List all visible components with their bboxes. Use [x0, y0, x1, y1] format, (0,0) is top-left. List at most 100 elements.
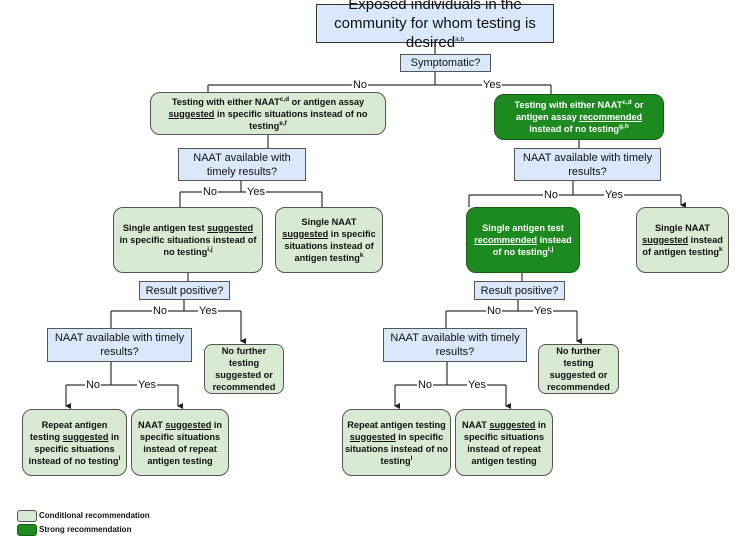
emphasis-text: suggested — [349, 431, 396, 442]
footnote-marker: l — [410, 454, 413, 462]
node-text: Exposed individuals in the community for… — [320, 0, 550, 52]
node-text: Single NAAT suggested instead of antigen… — [641, 222, 724, 258]
asymptomatic-naat-node: Single NAAT suggested in specific situat… — [275, 207, 383, 273]
node-text: Result positive? — [481, 284, 559, 298]
emphasis-text: suggested — [282, 229, 329, 239]
node-text: NAAT available with timely results? — [182, 151, 302, 179]
asymptomatic-repeat-antigen-node: Repeat antigen testing suggested in spec… — [22, 409, 127, 476]
node-text: No further testing suggested or recommen… — [207, 345, 281, 393]
symptomatic-repeat-antigen-node: Repeat antigen testing suggested in spec… — [342, 409, 451, 476]
node-text: Single antigen test recommended instead … — [471, 222, 575, 258]
text-segment: instead of no testing — [529, 124, 620, 134]
text-segment: in specific situations instead of repeat… — [139, 419, 223, 466]
footnote-marker: k — [359, 251, 364, 259]
edge-label-yes: Yes — [604, 189, 624, 201]
edge-label-no: No — [84, 379, 102, 391]
edge-label-no: No — [151, 305, 169, 317]
edge-label-yes: Yes — [482, 79, 502, 91]
asymptomatic-naat-question-2: NAAT available with timely results? — [47, 328, 192, 362]
text-segment: NAAT available with timely results? — [390, 332, 520, 358]
emphasis-text: suggested — [62, 431, 109, 442]
footnote-marker: i,j — [547, 245, 554, 253]
edge-label-no: No — [351, 79, 369, 91]
emphasis-text: recommended — [474, 235, 538, 245]
text-segment: in specific situations instead of repeat… — [463, 419, 547, 466]
node-text: Repeat antigen testing suggested in spec… — [27, 419, 122, 467]
text-segment: Result positive? — [480, 284, 559, 297]
node-text: Testing with either NAATc,d or antigen a… — [499, 99, 659, 135]
text-segment: NAAT — [137, 419, 166, 430]
edge-label-yes: Yes — [198, 305, 218, 317]
symptomatic-antigen-node: Single antigen test recommended instead … — [466, 207, 580, 273]
text-segment: in specific situations instead of no tes… — [119, 235, 257, 257]
asymptomatic-naat-repeat-node: NAAT suggested in specific situations in… — [131, 409, 229, 476]
legend-swatch-conditional — [17, 510, 37, 522]
legend-label-strong: Strong recommendation — [39, 525, 132, 534]
edge-label-no: No — [542, 189, 560, 201]
footnote-marker: g,h — [619, 122, 629, 130]
node-text: No further testing suggested or recommen… — [541, 345, 616, 393]
footnote-marker: a,b — [455, 36, 465, 43]
footnote-marker: k — [718, 245, 723, 253]
node-text: NAAT available with timely results? — [387, 331, 523, 359]
footnote-marker: c,d — [622, 98, 632, 106]
edge-label-yes: Yes — [533, 305, 553, 317]
node-text: NAAT available with timely results? — [518, 151, 657, 179]
text-segment: in specific situations instead of no tes… — [214, 108, 368, 131]
footnote-marker: i,j — [207, 245, 213, 253]
edge-label-no: No — [485, 305, 503, 317]
edge-label-no: No — [416, 379, 434, 391]
node-text: Repeat antigen testing suggested in spec… — [344, 419, 449, 467]
text-segment: instead of no testing — [492, 235, 572, 257]
symptomatic-naat-node: Single NAAT suggested instead of antigen… — [636, 207, 729, 273]
text-segment: Testing with either NAAT — [171, 96, 280, 107]
legend-swatch-strong — [17, 524, 37, 536]
emphasis-text: suggested — [642, 235, 689, 245]
text-segment: in specific situations instead of no tes… — [344, 431, 449, 466]
text-segment: NAAT available with timely results? — [193, 151, 291, 178]
emphasis-text: suggested — [168, 108, 215, 119]
edge-label-no: No — [201, 186, 219, 198]
text-segment: or antigen assay — [289, 96, 365, 107]
text-segment: No further testing suggested or recommen… — [212, 346, 276, 392]
text-segment: or antigen assay — [515, 100, 644, 122]
text-segment: Single NAAT — [301, 217, 357, 227]
symptomatic-naat-question: NAAT available with timely results? — [514, 148, 661, 181]
asymptomatic-no-further-node: No further testing suggested or recommen… — [204, 344, 284, 394]
text-segment: Single antigen test — [122, 223, 208, 233]
node-text: Testing with either NAATc,d or antigen a… — [155, 96, 381, 132]
text-segment: in specific situations instead of no tes… — [28, 431, 120, 466]
asymptomatic-result-question: Result positive? — [139, 281, 230, 300]
asymptomatic-naat-question: NAAT available with timely results? — [178, 148, 306, 181]
node-text: Symptomatic? — [411, 56, 481, 70]
text-segment: Repeat antigen testing — [347, 419, 446, 430]
text-segment: NAAT — [461, 419, 490, 430]
symptomatic-testing-node: Testing with either NAATc,d or antigen a… — [494, 94, 664, 140]
node-text: Single antigen test suggested in specifi… — [118, 222, 258, 258]
edge-label-yes: Yes — [137, 379, 157, 391]
text-segment: Single NAAT — [655, 223, 710, 233]
text-segment: Exposed individuals in the community for… — [334, 0, 536, 51]
node-text: NAAT suggested in specific situations in… — [136, 419, 224, 467]
footnote-marker: l — [118, 454, 121, 462]
symptomatic-no-further-node: No further testing suggested or recommen… — [538, 344, 619, 394]
node-text: NAAT available with timely results? — [51, 331, 188, 359]
symptomatic-question: Symptomatic? — [400, 54, 491, 72]
start-node: Exposed individuals in the community for… — [316, 0, 554, 51]
edge-label-yes: Yes — [246, 186, 266, 198]
text-segment: Testing with either NAAT — [514, 100, 623, 110]
footnote-marker: e,f — [279, 119, 287, 127]
text-segment: NAAT available with timely results? — [522, 151, 653, 178]
text-segment: Single antigen test — [482, 223, 564, 233]
node-text: Single NAAT suggested in specific situat… — [280, 216, 378, 264]
node-text: Result positive? — [146, 284, 224, 298]
text-segment: No further testing suggested or recommen… — [547, 346, 610, 392]
asymptomatic-testing-node: Testing with either NAATc,d or antigen a… — [150, 92, 386, 135]
emphasis-text: suggested — [489, 419, 536, 430]
footnote-marker: c,d — [279, 95, 290, 103]
text-segment: NAAT available with timely results? — [54, 332, 185, 358]
text-segment: in specific situations instead of antige… — [284, 229, 376, 263]
symptomatic-naat-question-2: NAAT available with timely results? — [383, 328, 527, 362]
edge-label-yes: Yes — [467, 379, 487, 391]
